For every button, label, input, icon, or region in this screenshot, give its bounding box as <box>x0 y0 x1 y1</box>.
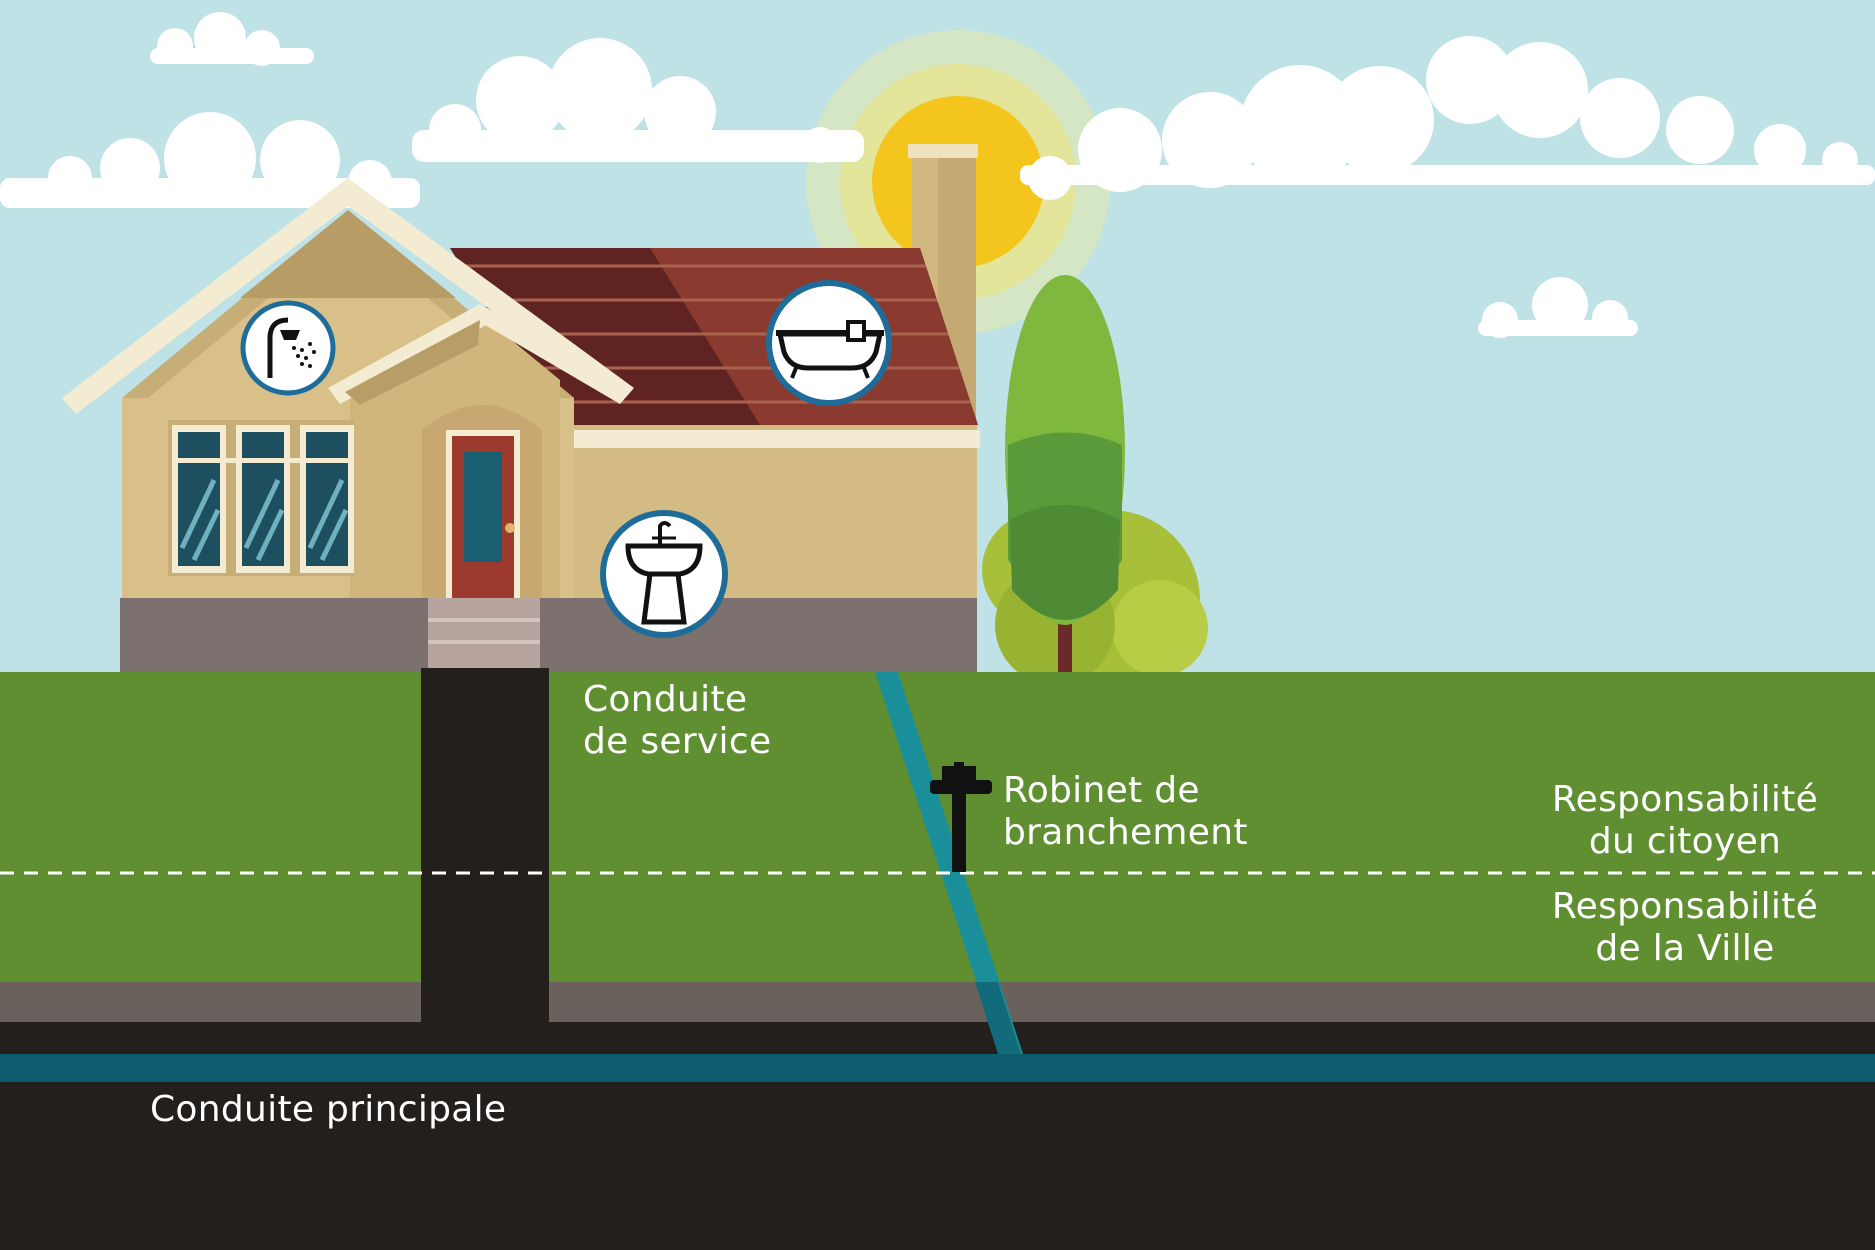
window <box>168 420 354 576</box>
foundation <box>120 598 977 672</box>
eave-trim <box>560 430 980 448</box>
service-pipe <box>875 672 1023 1054</box>
city-responsibility-label: Responsabilité de la Ville <box>1551 886 1819 969</box>
water-main-label: Conduite principale <box>150 1089 507 1130</box>
water-main-pipe <box>0 1054 1875 1082</box>
front-door <box>422 405 542 600</box>
cloud <box>1020 36 1875 200</box>
service-line-label: Conduite de service <box>583 679 772 762</box>
tree <box>1005 275 1125 672</box>
cloud <box>0 112 420 208</box>
basement-shaft <box>421 668 549 1022</box>
cloud <box>412 38 864 163</box>
bathtub-icon <box>766 280 892 406</box>
curb-stop-label: Robinet de branchement <box>1003 770 1248 853</box>
shower-icon <box>240 300 336 396</box>
sink-icon <box>600 510 728 638</box>
curb-stop-valve-icon <box>930 762 992 872</box>
ground-gravel <box>0 982 1875 1022</box>
cloud <box>1478 277 1638 338</box>
steps <box>428 598 540 672</box>
citizen-responsibility-label: Responsabilité du citoyen <box>1551 779 1819 862</box>
gable-trim <box>62 178 634 414</box>
cloud <box>150 12 314 66</box>
